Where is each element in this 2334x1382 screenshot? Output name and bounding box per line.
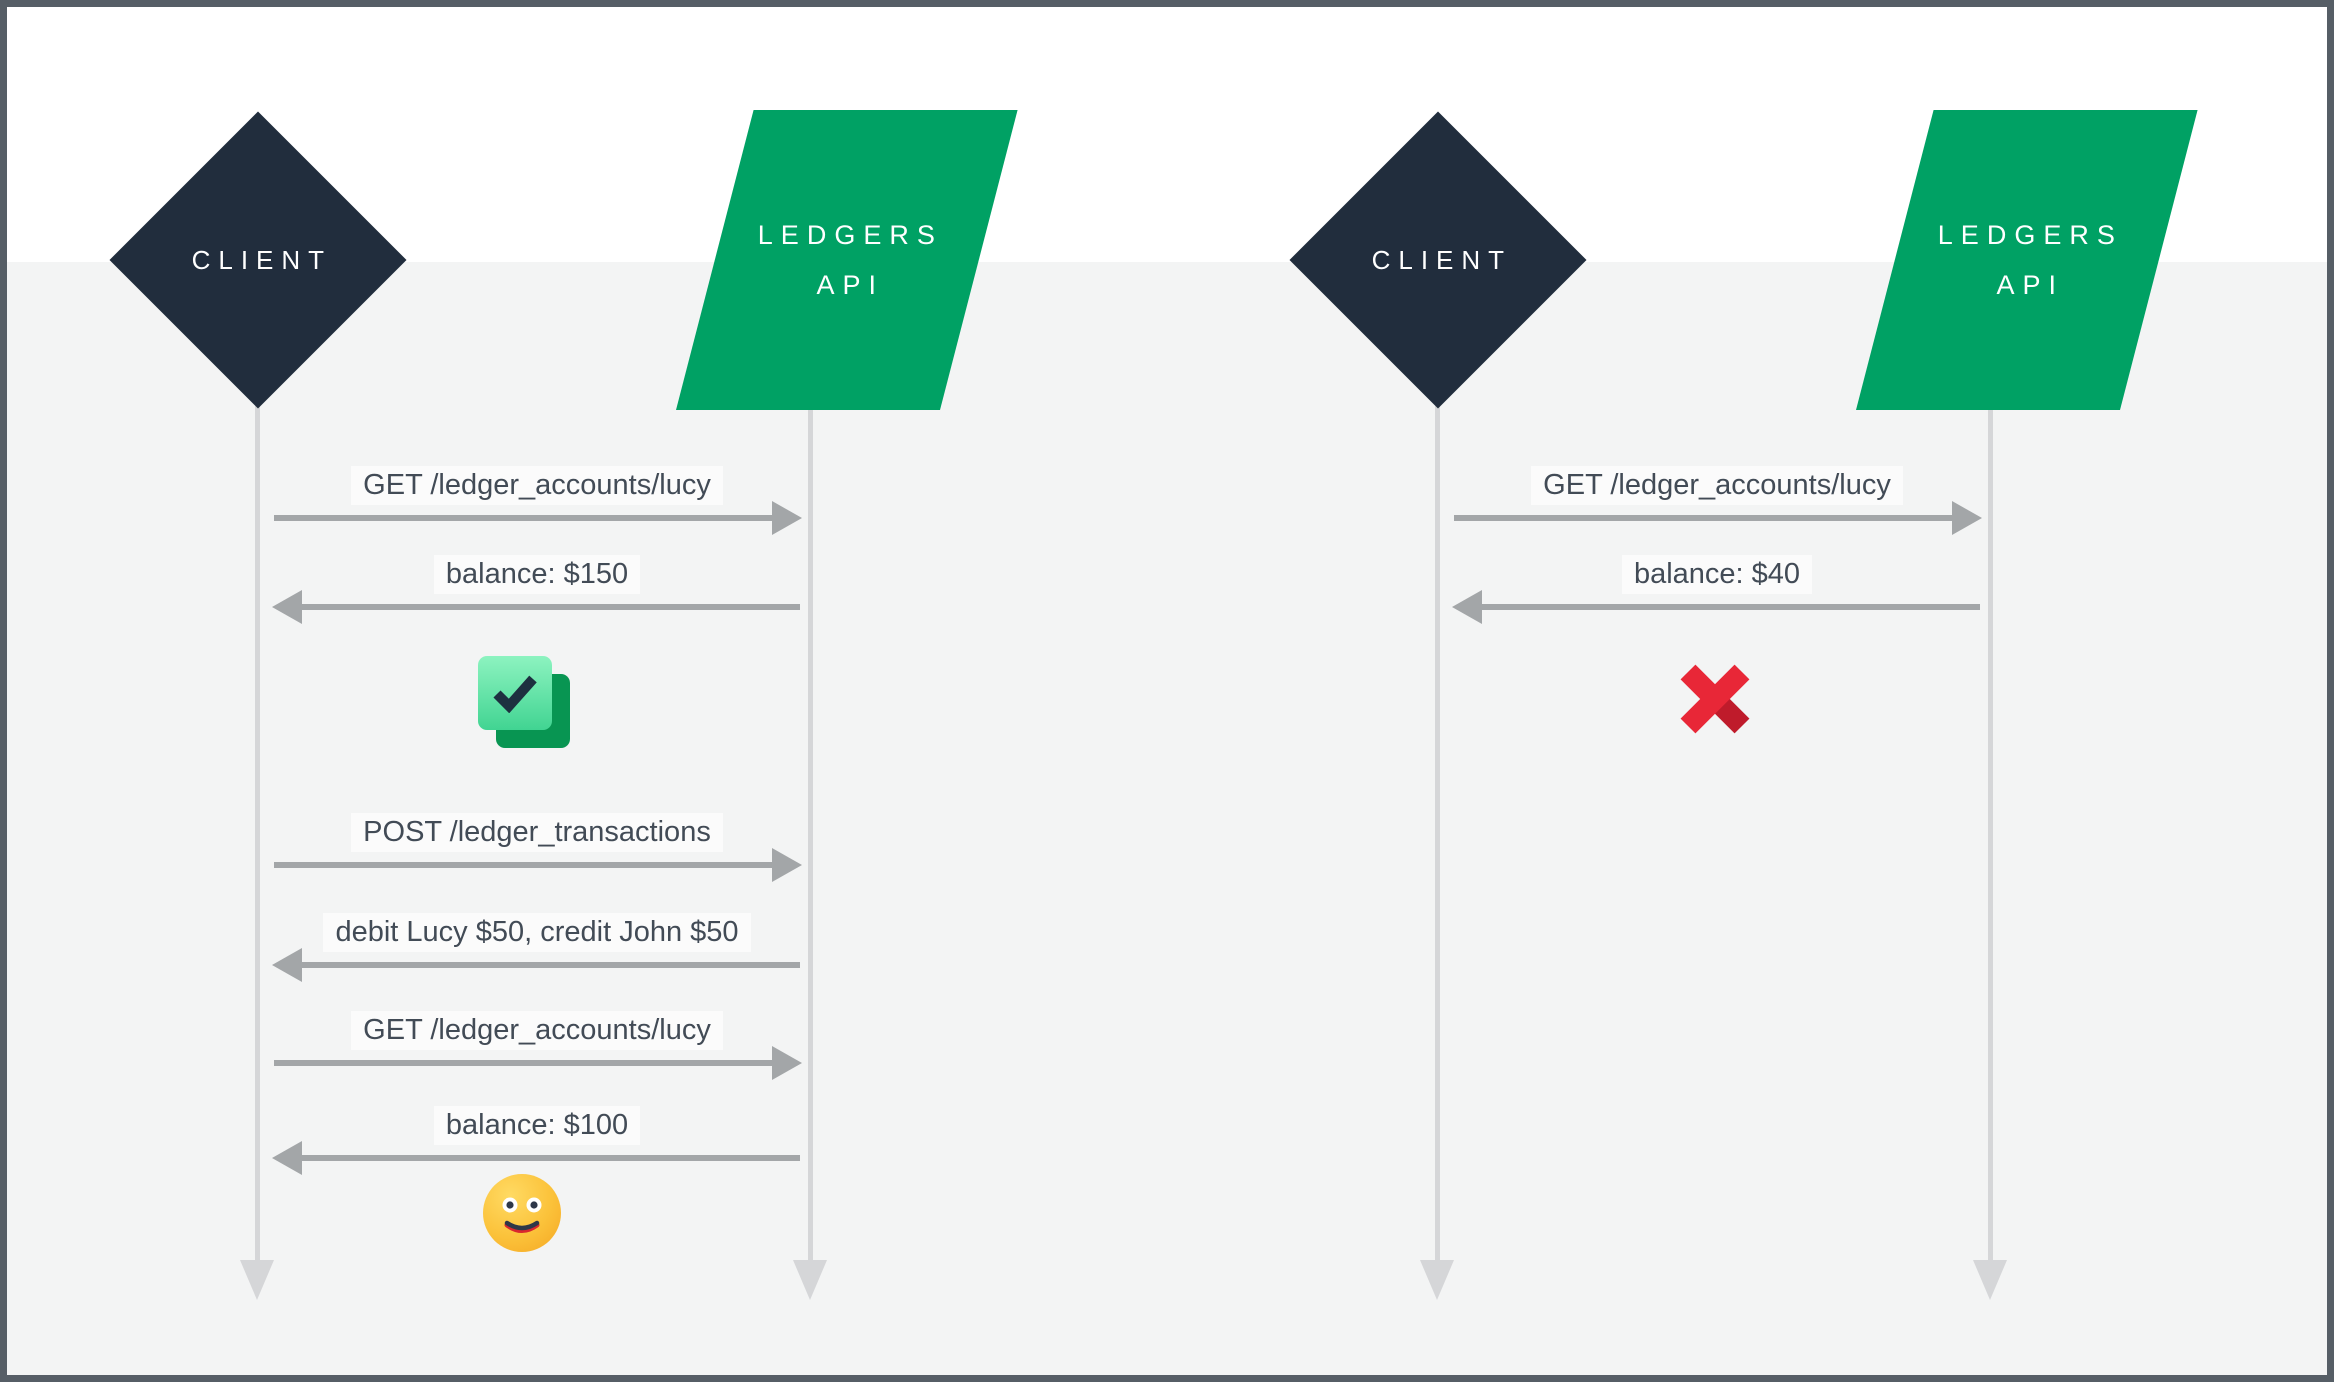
panel-success-flow: CLIENT LEDGERS API GET /ledger_accounts/…	[7, 7, 2327, 1375]
ledgers-api-actor-label: LEDGERS API	[1930, 210, 2123, 310]
smiley-icon	[483, 1174, 561, 1252]
ledgers-api-label-line1: LEDGERS	[758, 220, 944, 250]
arrow-shaft	[274, 862, 772, 868]
message-label: GET /ledger_accounts/lucy	[1454, 466, 1980, 505]
message-label: balance: $40	[1454, 555, 1980, 594]
check-icon-front-card	[478, 656, 552, 730]
cross-icon	[1676, 660, 1754, 738]
client-actor: CLIENT	[1289, 111, 1587, 409]
message-label: balance: $100	[274, 1106, 800, 1145]
api-lifeline	[808, 410, 813, 1260]
arrow-shaft	[1454, 515, 1952, 521]
check-icon	[478, 656, 570, 748]
ledgers-api-actor: LEDGERS API	[1856, 110, 2198, 410]
arrow-right-icon	[772, 848, 802, 882]
arrow-right-icon	[772, 1046, 802, 1080]
arrow-shaft	[274, 1060, 772, 1066]
api-lifeline-arrowhead-icon	[1973, 1260, 2007, 1300]
arrow-right-icon	[1952, 501, 1982, 535]
client-lifeline	[255, 406, 260, 1260]
message-label: POST /ledger_transactions	[274, 813, 800, 852]
message-label: GET /ledger_accounts/lucy	[274, 1011, 800, 1050]
api-lifeline	[1988, 410, 1993, 1260]
ledgers-api-label-line2: API	[1997, 270, 2065, 300]
api-lifeline-arrowhead-icon	[793, 1260, 827, 1300]
client-actor: CLIENT	[109, 111, 407, 409]
message-label: balance: $150	[274, 555, 800, 594]
arrow-left-icon	[272, 1141, 302, 1175]
arrow-shaft	[274, 515, 772, 521]
ledgers-api-label-line1: LEDGERS	[1938, 220, 2124, 250]
smiley-face-glyph	[502, 1197, 542, 1233]
message-label: GET /ledger_accounts/lucy	[274, 466, 800, 505]
ledgers-api-actor-label: LEDGERS API	[750, 210, 943, 310]
ledgers-api-label-line2: API	[817, 270, 885, 300]
arrow-left-icon	[1452, 590, 1482, 624]
client-actor-label: CLIENT	[191, 244, 333, 275]
arrow-right-icon	[772, 501, 802, 535]
ledgers-api-actor: LEDGERS API	[676, 110, 1018, 410]
client-lifeline	[1435, 406, 1440, 1260]
message-label: debit Lucy $50, credit John $50	[274, 913, 800, 952]
check-mark-glyph	[493, 675, 537, 713]
client-lifeline-arrowhead-icon	[240, 1260, 274, 1300]
arrow-shaft	[1482, 604, 1980, 610]
arrow-shaft	[302, 1155, 800, 1161]
cross-mark-glyph	[1680, 664, 1750, 734]
client-actor-label: CLIENT	[1371, 244, 1513, 275]
arrow-left-icon	[272, 948, 302, 982]
panel-failure-flow: CLIENT LEDGERS API GET /ledger_accounts/…	[1187, 7, 2327, 1375]
arrow-left-icon	[272, 590, 302, 624]
arrow-shaft	[302, 962, 800, 968]
arrow-shaft	[302, 604, 800, 610]
client-lifeline-arrowhead-icon	[1420, 1260, 1454, 1300]
